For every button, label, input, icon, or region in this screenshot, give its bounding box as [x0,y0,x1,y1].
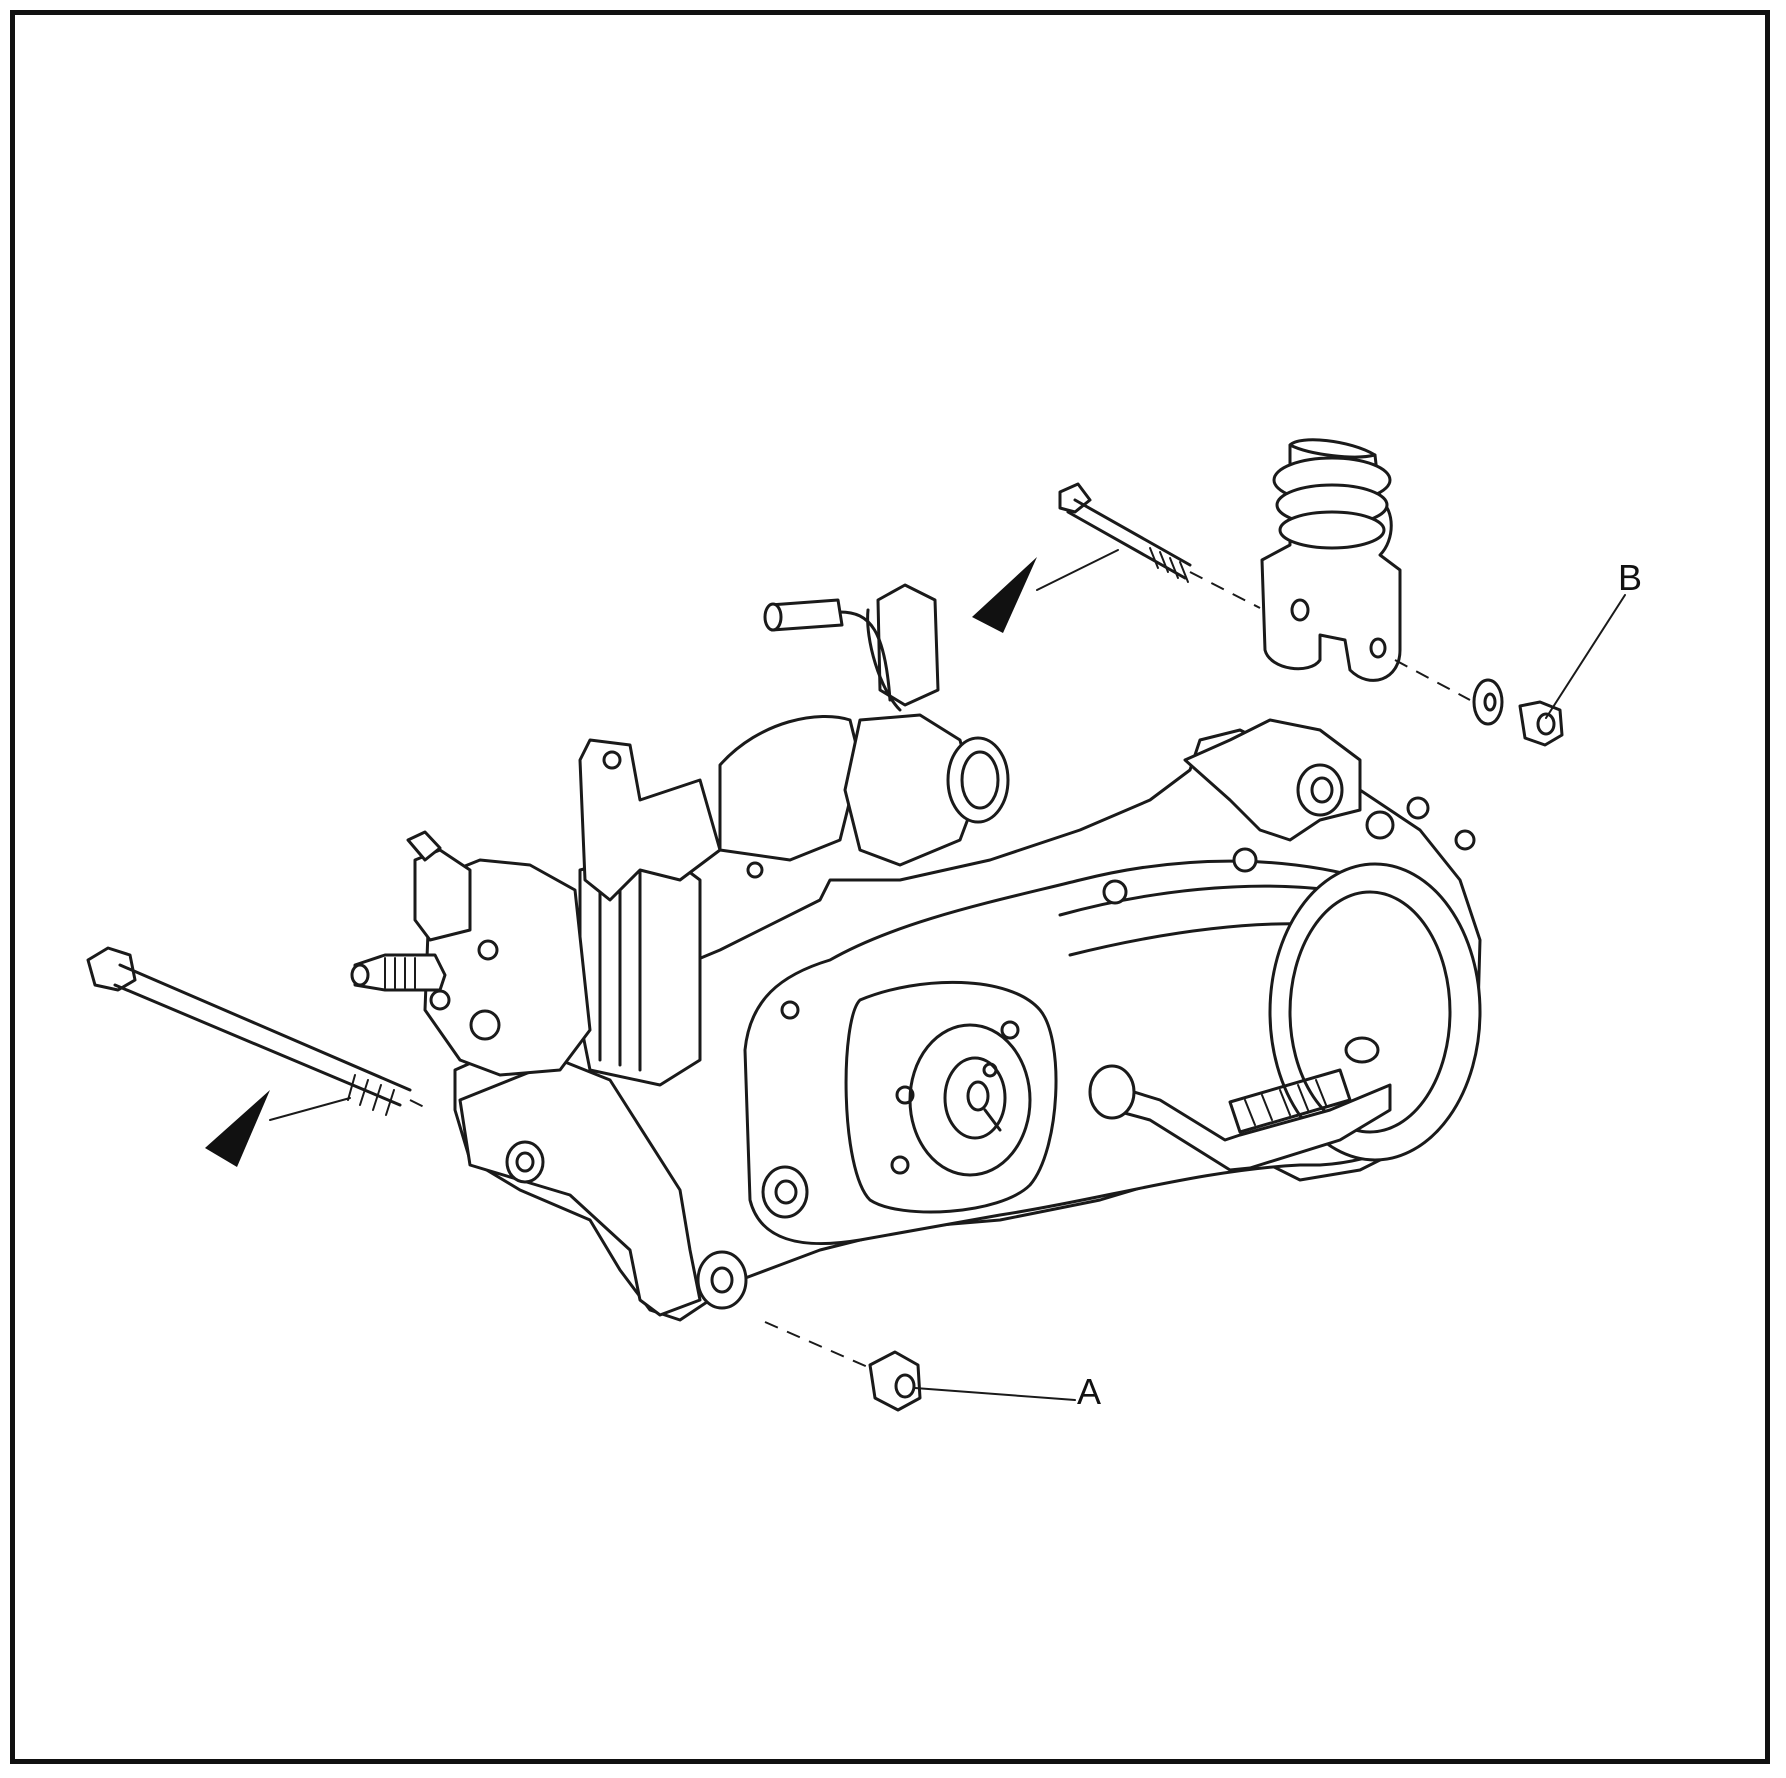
arrowhead-pointer-icon [972,549,1119,633]
front-mount-bolt [86,946,431,1116]
callout-label-a: A [1077,1371,1101,1412]
nut-a [764,1321,922,1412]
callout-label-b: B [1618,557,1642,598]
callout-b: B [1545,557,1642,719]
washer [1472,678,1504,726]
nut-b [1518,700,1564,747]
callout-a: A [914,1371,1101,1412]
shock-absorber-lower-mount [1260,438,1402,682]
upper-mount-bolt [1058,482,1471,701]
arrowhead-pointer-icon [205,1090,351,1167]
engine-assembly [350,583,1482,1322]
